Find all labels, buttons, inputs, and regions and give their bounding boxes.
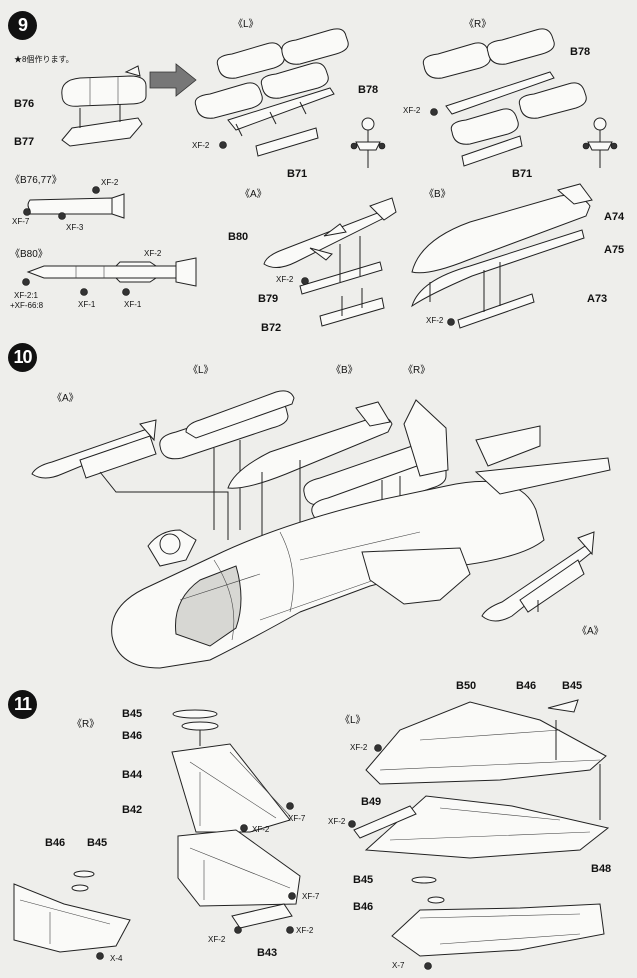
label-b71: B71	[512, 168, 533, 180]
step-number: 9	[17, 15, 28, 35]
label-xf2: XF-2	[144, 249, 162, 258]
label-xf2: XF-2	[296, 926, 314, 935]
a-missile-illustration	[263, 197, 397, 327]
header-b76-77: 《B76,77》	[10, 175, 62, 186]
label-b45: B45	[122, 708, 143, 720]
header-a: 《A》	[240, 189, 267, 200]
label-a74: A74	[604, 211, 625, 223]
label-b46: B46	[353, 901, 374, 913]
label-b48: B48	[591, 863, 612, 875]
label-b46: B46	[122, 730, 143, 742]
step-11-badge: 11	[8, 690, 37, 719]
assembly-l: 《L》	[188, 365, 214, 376]
assembly-a-left: 《A》	[52, 393, 79, 404]
label-xf1: XF-1	[124, 300, 142, 309]
label-xf66-ratio: +XF-66:8	[10, 301, 44, 310]
pylon-b77-illustration	[61, 104, 143, 147]
header-l: 《L》	[233, 19, 259, 30]
label-b45: B45	[562, 680, 583, 692]
label-x7: X-7	[392, 961, 405, 970]
header-r: 《R》	[72, 719, 100, 730]
label-b50: B50	[456, 680, 477, 692]
label-b78: B78	[570, 46, 591, 58]
label-b80: B80	[228, 231, 249, 243]
label-xf2: XF-2	[350, 743, 368, 752]
label-b45: B45	[353, 874, 374, 886]
label-b77: B77	[14, 136, 35, 148]
assembly-r: 《R》	[403, 365, 431, 376]
label-b78: B78	[358, 84, 379, 96]
make-eight-note: ★8個作ります。	[14, 55, 74, 64]
label-b76: B76	[14, 98, 35, 110]
label-xf2: XF-2	[328, 817, 346, 826]
header-b80: 《B80》	[10, 249, 48, 260]
step-number: 11	[13, 694, 32, 714]
assembly-b: 《B》	[331, 365, 358, 376]
l-tail-illustration	[348, 699, 610, 970]
label-xf7: XF-7	[12, 217, 30, 226]
label-xf7: XF-7	[302, 892, 320, 901]
label-xf2: XF-2	[208, 935, 226, 944]
label-b42: B42	[122, 804, 143, 816]
label-xf2: XF-2	[252, 825, 270, 834]
label-b44: B44	[122, 769, 143, 781]
header-b: 《B》	[424, 189, 451, 200]
label-b71: B71	[287, 168, 308, 180]
label-b79: B79	[258, 293, 279, 305]
b-fuel-tank-illustration	[411, 183, 593, 329]
b80-detail-illustration	[22, 257, 197, 296]
label-xf2: XF-2	[276, 275, 294, 284]
header-r: 《R》	[464, 19, 492, 30]
label-b72: B72	[261, 322, 282, 334]
label-xf1: XF-1	[78, 300, 96, 309]
arrow-icon	[149, 63, 197, 97]
label-xf7: XF-7	[288, 814, 306, 823]
b76-77-detail-illustration	[23, 186, 125, 220]
label-b46: B46	[45, 837, 66, 849]
label-a73: A73	[587, 293, 608, 305]
header-l: 《L》	[340, 715, 366, 726]
r-tail-illustration	[13, 709, 301, 960]
label-x4: X-4	[110, 954, 123, 963]
label-b43: B43	[257, 947, 278, 959]
label-xf2: XF-2	[192, 141, 210, 150]
step-9-badge: 9	[8, 11, 37, 40]
aircraft-assembly-illustration	[31, 390, 611, 669]
label-b45: B45	[87, 837, 108, 849]
label-xf3: XF-3	[66, 223, 84, 232]
label-xf2: XF-2	[426, 316, 444, 325]
bomb-b76-illustration	[61, 65, 147, 107]
label-xf2: XF-2	[101, 178, 119, 187]
r-bomb-group-illustration	[422, 28, 618, 168]
assembly-a-right: 《A》	[577, 626, 604, 637]
step-10-badge: 10	[8, 343, 37, 372]
l-bomb-group-illustration	[194, 28, 386, 168]
label-b49: B49	[361, 796, 382, 808]
step-number: 10	[13, 347, 32, 367]
label-xf2-ratio: XF-2:1	[14, 291, 39, 300]
label-a75: A75	[604, 244, 625, 256]
label-b46: B46	[516, 680, 537, 692]
label-xf2: XF-2	[403, 106, 421, 115]
